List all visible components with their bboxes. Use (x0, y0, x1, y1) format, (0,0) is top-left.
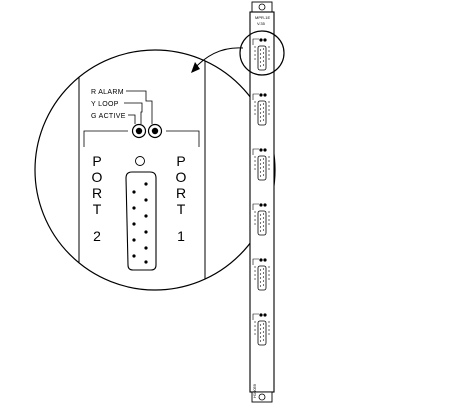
card-connector (252, 313, 270, 346)
svg-text:1: 1 (177, 228, 185, 244)
label-active: G ACTIVE (91, 113, 126, 120)
card-led (259, 203, 263, 207)
svg-text:T: T (93, 201, 102, 217)
card-top-screw (258, 3, 266, 11)
db-connector (125, 171, 157, 271)
card-led (263, 38, 267, 42)
card-connector (252, 258, 270, 291)
port-2-label: P O R T 2 (92, 153, 103, 244)
callout-arrow (191, 47, 244, 73)
card-led (259, 38, 263, 42)
card-connector (252, 38, 270, 71)
led-leader-lines (124, 90, 153, 124)
screw-hole (135, 156, 145, 166)
card-led (259, 148, 263, 152)
card-led (263, 258, 267, 262)
card-led (259, 258, 263, 262)
card-db-connector (257, 210, 267, 236)
card-connector (252, 203, 270, 236)
led-indicators (131, 123, 163, 139)
bracket-left (83, 130, 128, 147)
label-loop: Y LOOP (91, 101, 119, 108)
zoom-outline (34, 49, 276, 291)
svg-text:P: P (92, 153, 101, 169)
port-1-label: P O R T 1 (176, 153, 187, 244)
card-connector (252, 93, 270, 126)
figure-code: H10059 (252, 383, 257, 398)
svg-text:O: O (92, 169, 103, 185)
card-led (263, 313, 267, 317)
card-db-connector (257, 155, 267, 181)
highlight-circle (239, 30, 285, 76)
label-alarm: R ALARM (91, 89, 124, 96)
svg-text:R: R (176, 185, 186, 201)
card-db-connector (257, 320, 267, 346)
svg-text:O: O (176, 169, 187, 185)
bracket-right (166, 130, 200, 147)
card-db-connector (257, 100, 267, 126)
card-top-label: MPR-1E (255, 15, 270, 20)
card-bottom-screw (258, 393, 266, 401)
connector-pins (132, 182, 148, 264)
svg-text:T: T (177, 201, 186, 217)
svg-text:2: 2 (93, 228, 101, 244)
card-connector (252, 148, 270, 181)
card-connectors (252, 38, 270, 346)
card-led (263, 93, 267, 97)
card-led (259, 93, 263, 97)
svg-text:P: P (176, 153, 185, 169)
interface-card: MPR-1E V.35 H10059 (249, 1, 275, 403)
card-db-connector (257, 265, 267, 291)
card-led (263, 148, 267, 152)
svg-text:R: R (92, 185, 102, 201)
card-led (259, 313, 263, 317)
card-led (263, 203, 267, 207)
card-top-sublabel: V.35 (257, 21, 266, 26)
card-db-connector (257, 45, 267, 71)
zoom-detail: R ALARM Y LOOP G ACTIVE P O R T 2 P O R … (34, 49, 276, 291)
